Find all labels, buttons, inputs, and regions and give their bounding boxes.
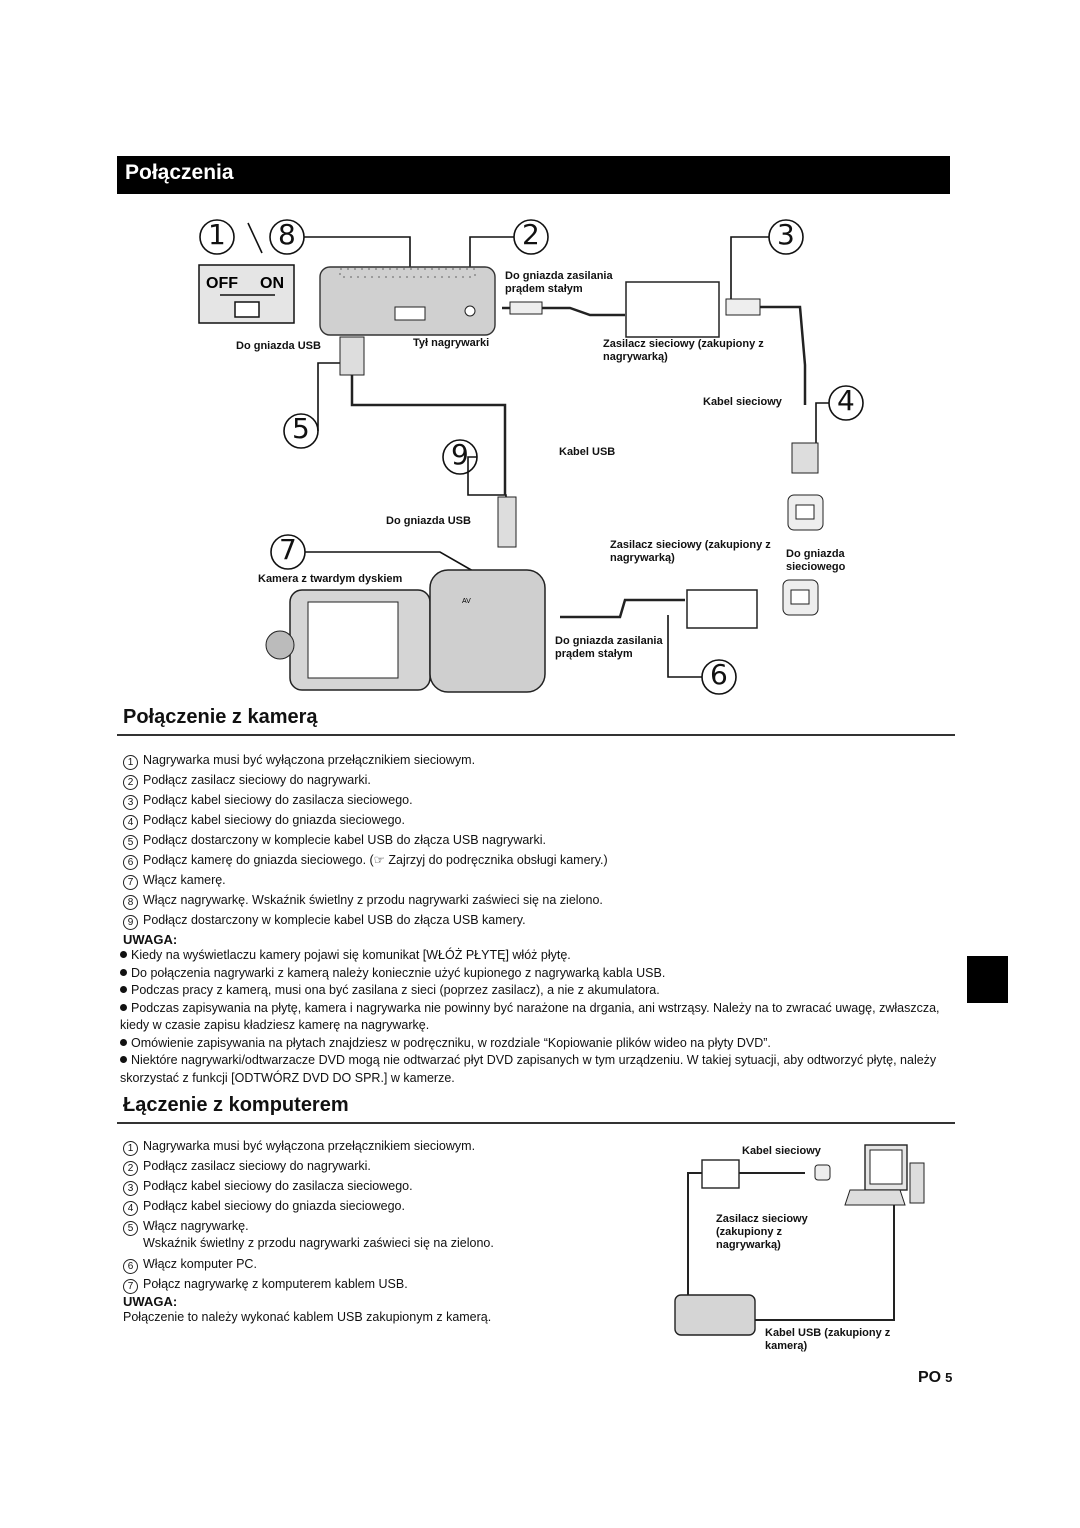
diagram-step-number: 5 [292,412,310,445]
ac-adapter-image [701,1159,740,1189]
label-usb-port-2: Do gniazda USB [386,515,471,527]
list-item: Podczas zapisywania na płytę, kamera i n… [120,1000,940,1032]
label-dc-in: Do gniazda zasilania prądem stałym [505,270,613,295]
ac-adapter-image [625,281,720,338]
diagram-step-number: 9 [451,438,469,471]
label-power-cord: Kabel sieciowy [703,396,782,408]
list-item: Niektóre nagrywarki/odtwarzacze DVD mogą… [120,1053,937,1085]
label-rear: Tył nagrywarki [413,337,490,349]
label-ac-adapter-2: Zasilacz sieciowy (zakupiony z nagrywark… [610,539,771,564]
diagram-step-number: 7 [279,533,297,566]
page-header-bar: Połączenia [117,156,950,194]
diagram-step-number: 4 [837,384,855,417]
label-usb-cable: Kabel USB [559,446,616,458]
label-camera: Kamera z twardym dyskiem [258,573,403,585]
label-ac-adapter: Zasilacz sieciowy (zakupiony z nagrywark… [716,1213,808,1251]
section-rule [117,734,955,736]
label-ac-outlet: Do gniazda sieciowego [786,548,846,573]
label-power-cord: Kabel sieciowy [742,1145,821,1157]
dvd-recorder-image [319,266,496,336]
note-text: Połączenie to należy wykonać kablem USB … [123,1310,492,1324]
list-item: Podczas pracy z kamerą, musi ona być zas… [120,982,960,1000]
label-ac-adapter: Zasilacz sieciowy (zakupiony z nagrywark… [603,338,764,363]
page-title: Połączenia [125,161,234,184]
section-title-camera: Połączenie z kamerą [123,706,318,728]
note-title: UWAGA: [123,932,178,947]
switch-off-label: OFF [206,275,238,292]
diagram-step-number: 8 [278,218,296,251]
switch-on-label: ON [260,275,284,292]
list-item: Kiedy na wyświetlaczu kamery pojawi się … [120,947,960,965]
label-dc-in-2: Do gniazda zasilania prądem stałym [555,635,663,660]
side-tab-marker [967,956,1008,1003]
diagram-step-number: 3 [777,218,795,251]
section-title-computer: Łączenie z komputerem [123,1094,349,1116]
note-title: UWAGA: [123,1294,178,1309]
power-plug-image [791,442,819,474]
label-usb-cable: Kabel USB (zakupiony z kamerą) [765,1327,891,1352]
connection-diagram-computer [674,1144,925,1336]
dvd-recorder-image [674,1294,756,1336]
language-code: PO [918,1369,942,1386]
diagram-step-number: 2 [522,218,540,251]
label-usb-port: Do gniazda USB [236,340,321,352]
diagram-step-number: 6 [710,658,728,691]
ac-adapter-2-image [686,589,758,629]
connection-diagram-camera: OFF ON AV [198,219,864,695]
notes-list: Kiedy na wyświetlaczu kamery pojawi się … [120,947,960,1087]
step-circle-1 [199,219,235,255]
list-item: Omówienie zapisywania na płytach znajdzi… [120,1035,960,1053]
av-jack-label: AV [462,598,471,605]
page-number-value: 5 [945,1370,953,1385]
list-item: Do połączenia nagrywarki z kamerą należy… [120,965,960,983]
camera-body-image [429,569,546,693]
diagram-step-number: 1 [208,218,226,251]
section-rule [117,1122,955,1124]
